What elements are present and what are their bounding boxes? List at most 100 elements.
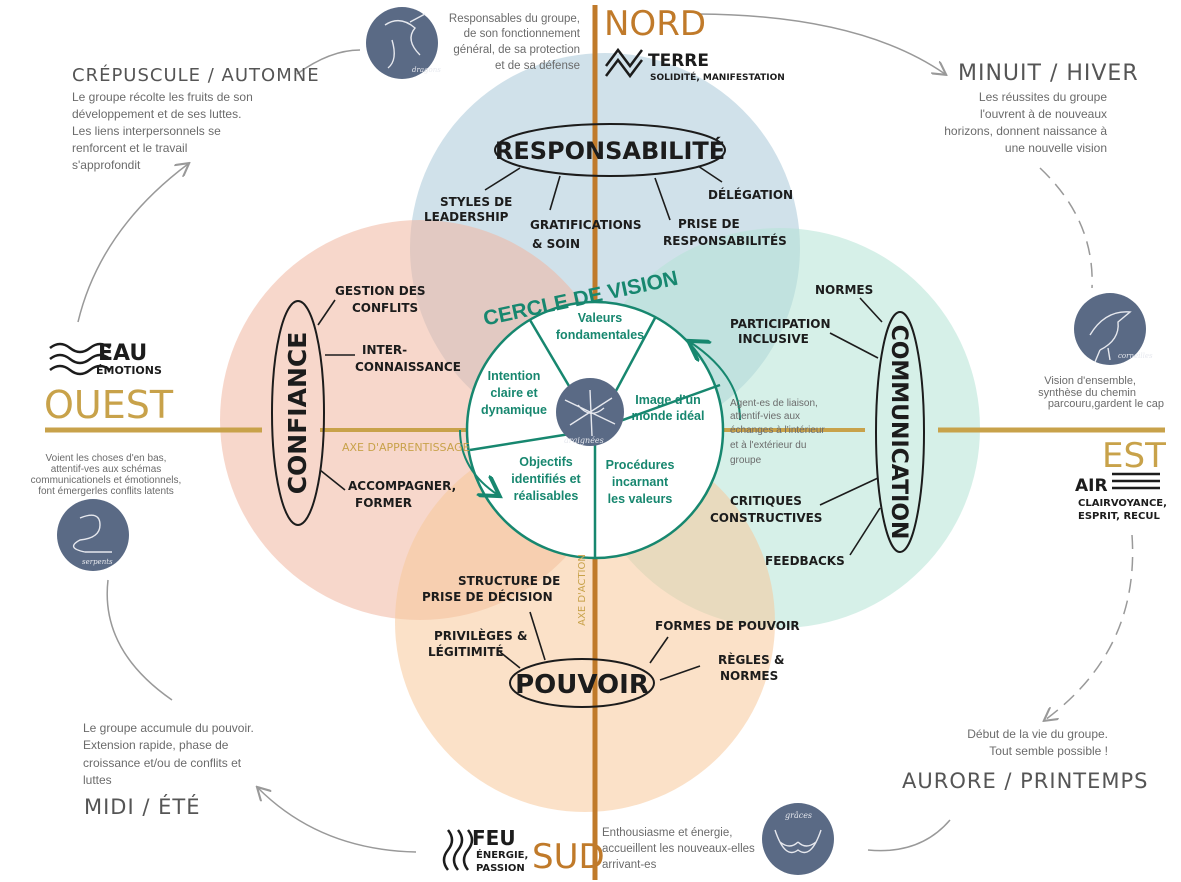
south-desc: Enthousiasme et énergie, accueillent les…: [602, 827, 755, 871]
season-se-title: AURORE / PRINTEMPS: [902, 769, 1149, 793]
responsabilite-connectors: [484, 165, 723, 221]
responsabilite-title: RESPONSABILITÉ: [495, 136, 725, 165]
earth-mountains-icon: [605, 47, 643, 79]
crow-label: corneilles: [1118, 352, 1153, 360]
vision-arrow-left: [459, 429, 498, 495]
svg-text:synthèse du chemin: synthèse du chemin: [1038, 387, 1136, 399]
svg-text:attentif-ves aux schémas: attentif-ves aux schémas: [51, 464, 162, 475]
svg-text:Tout semble possible !: Tout semble possible !: [989, 744, 1108, 758]
svg-text:STRUCTURE DE: STRUCTURE DE: [458, 574, 560, 588]
air-lines-icon: [1112, 472, 1160, 490]
east-label: EST: [1102, 436, 1166, 476]
svg-text:dynamique: dynamique: [481, 403, 547, 417]
snake-label: serpents: [82, 558, 113, 566]
pouvoir-items: STRUCTURE DE PRISE DE DÉCISION PRIVILÈGE…: [422, 574, 800, 683]
svg-text:GESTION DES: GESTION DES: [335, 284, 426, 298]
dragon-icon: [384, 13, 426, 69]
svg-text:groupe: groupe: [730, 455, 762, 466]
svg-text:développement et de ses luttes: développement et de ses luttes.: [72, 107, 241, 121]
hands-icon: [774, 829, 822, 854]
svg-text:identifiés et: identifiés et: [511, 472, 581, 486]
svg-text:Voient les choses d'en bas,: Voient les choses d'en bas,: [46, 453, 167, 464]
svg-text:Responsables du groupe,: Responsables du groupe,: [449, 13, 580, 25]
svg-text:accueillent les nouveaux-elles: accueillent les nouveaux-elles: [602, 843, 755, 855]
communication-desc: Agent-es de liaison, attentif-vies aux é…: [730, 398, 825, 466]
svg-text:LÉGITIMITÉ: LÉGITIMITÉ: [428, 644, 504, 659]
cycle-arrow-south-west: [258, 788, 417, 853]
svg-text:fondamentales: fondamentales: [556, 328, 644, 342]
communication-title: COMMUNICATION: [886, 325, 911, 540]
svg-text:font émergerles conflits laten: font émergerles conflits latents: [38, 486, 174, 497]
confiance-connectors: [317, 299, 355, 491]
communication-items: NORMES PARTICIPATION INCLUSIVE CRITIQUES…: [710, 283, 873, 568]
spider-label: araignées: [564, 436, 604, 445]
cycle-arrow-east-down: [1045, 534, 1134, 720]
pouvoir-connectors: [499, 611, 701, 681]
svg-text:incarnant: incarnant: [612, 475, 669, 489]
communication-ellipse: [875, 311, 925, 553]
svg-text:FORMES DE POUVOIR: FORMES DE POUVOIR: [655, 619, 800, 633]
svg-text:Les liens interpersonnels se: Les liens interpersonnels se: [72, 124, 221, 138]
svg-text:PRISE DE DÉCISION: PRISE DE DÉCISION: [422, 589, 553, 604]
svg-text:RÈGLES &: RÈGLES &: [718, 652, 784, 667]
svg-text:FEEDBACKS: FEEDBACKS: [765, 554, 845, 568]
svg-text:luttes: luttes: [83, 773, 112, 787]
svg-text:l'ouvrent à de nouveaux: l'ouvrent à de nouveaux: [980, 107, 1107, 121]
west-element: EAU: [98, 341, 147, 366]
svg-text:monde idéal: monde idéal: [632, 409, 705, 423]
svg-text:claire et: claire et: [490, 386, 538, 400]
responsabilite-ellipse: [494, 123, 726, 177]
svg-text:échanges à l'intérieur: échanges à l'intérieur: [730, 425, 825, 436]
north-label: NORD: [604, 4, 706, 44]
svg-text:INCLUSIVE: INCLUSIVE: [738, 332, 809, 346]
svg-text:général, de sa protection: général, de sa protection: [453, 44, 580, 56]
graces-label: grâces: [785, 811, 812, 820]
confiance-items: GESTION DES CONFLITS INTER- CONNAISSANCE…: [335, 284, 461, 510]
spider-icon: [564, 389, 616, 437]
svg-text:PRIVILÈGES &: PRIVILÈGES &: [434, 628, 527, 643]
graces-badge: [762, 803, 834, 875]
svg-text:une nouvelle vision: une nouvelle vision: [1005, 141, 1107, 155]
dragon-label: dragons: [412, 66, 441, 74]
crow-badge: [1074, 293, 1146, 365]
snake-badge: [57, 499, 129, 571]
axis-learning-label: AXE D'APPRENTISSAGE: [342, 441, 470, 454]
axis-action-label: AXE D'ACTION: [577, 554, 588, 626]
svg-text:CONSTRUCTIVES: CONSTRUCTIVES: [710, 511, 822, 525]
svg-text:communicationels et émotionnel: communicationels et émotionnels,: [31, 475, 182, 486]
svg-text:Début de la vie du groupe.: Début de la vie du groupe.: [967, 727, 1108, 741]
crow-icon: [1089, 311, 1132, 363]
svg-text:Les réussites du groupe: Les réussites du groupe: [979, 90, 1107, 104]
pouvoir-ellipse: [509, 658, 655, 708]
svg-text:INTER-: INTER-: [362, 343, 407, 357]
svg-text:DÉLÉGATION: DÉLÉGATION: [708, 187, 793, 202]
cycle-arrow-ne-down: [1039, 167, 1093, 289]
svg-text:CONFLITS: CONFLITS: [352, 301, 418, 315]
north-element-sub: SOLIDITÉ, MANIFESTATION: [650, 71, 785, 83]
east-element-sub-1: CLAIRVOYANCE,: [1078, 498, 1167, 509]
svg-text:s'approfondit: s'approfondit: [72, 158, 141, 172]
svg-text:attentif-vies aux: attentif-vies aux: [730, 411, 800, 422]
water-waves-icon: [49, 342, 111, 376]
season-ne-title: MINUIT / HIVER: [958, 61, 1139, 86]
svg-text:Objectifs: Objectifs: [519, 455, 573, 469]
west-element-sub: ÉMOTIONS: [96, 364, 162, 377]
cycle-arrow-south-east: [867, 819, 951, 852]
svg-text:renforcent et le travail: renforcent et le travail: [72, 141, 187, 155]
svg-text:NORMES: NORMES: [815, 283, 873, 297]
svg-text:et à l'extérieur du: et à l'extérieur du: [730, 440, 806, 451]
season-sw-title: MIDI / ÉTÉ: [84, 794, 200, 819]
svg-text:croissance et/ou de conflits e: croissance et/ou de conflits et: [83, 756, 242, 770]
cycle-arrow-north-east: [697, 13, 945, 74]
svg-text:horizons, donnent naissance à: horizons, donnent naissance à: [944, 124, 1107, 138]
responsabilite-items: STYLES DE LEADERSHIP GRATIFICATIONS & SO…: [424, 187, 793, 251]
svg-text:Agent-es de liaison,: Agent-es de liaison,: [730, 398, 818, 409]
season-se-desc: Début de la vie du groupe. Tout semble p…: [967, 727, 1108, 758]
pouvoir-title: POUVOIR: [515, 670, 649, 700]
south-element: FEU: [472, 826, 516, 850]
svg-text:de son fonctionnement: de son fonctionnement: [464, 28, 581, 40]
season-nw-title: CRÉPUSCULE / AUTOMNE: [72, 64, 320, 86]
south-label: SUD: [532, 837, 605, 877]
svg-text:NORMES: NORMES: [720, 669, 778, 683]
